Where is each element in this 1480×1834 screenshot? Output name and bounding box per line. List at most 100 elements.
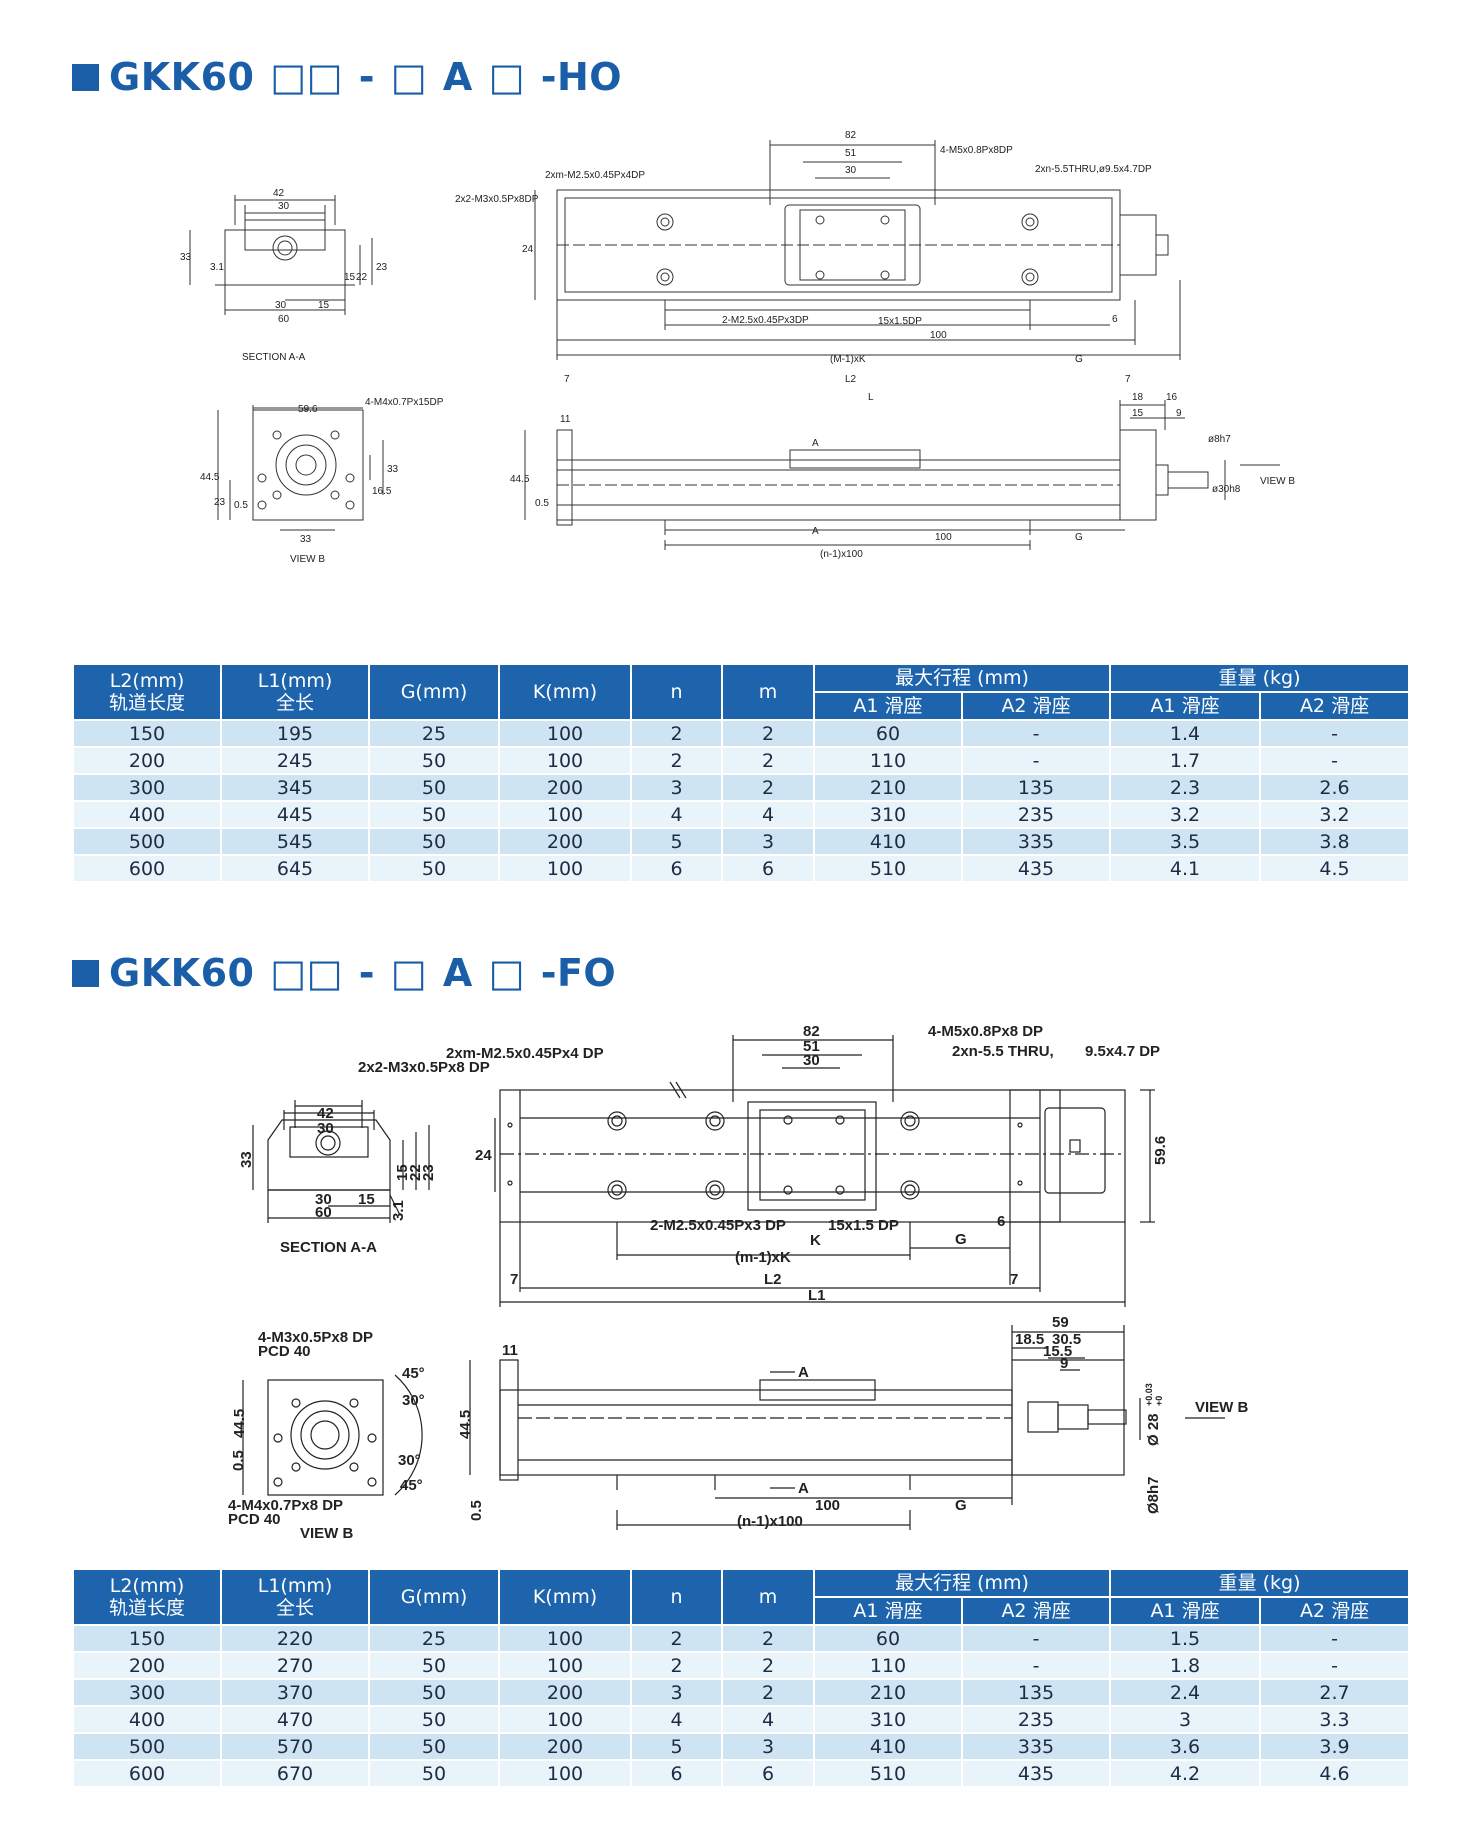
header-k: K(mm) bbox=[498, 663, 632, 721]
table-cell: 345 bbox=[220, 773, 370, 802]
dim-label: ø30h8 bbox=[1212, 484, 1241, 495]
table-cell: 5 bbox=[630, 1732, 723, 1761]
table-cell: 4 bbox=[721, 800, 815, 829]
dim-label: 18 bbox=[1132, 392, 1144, 403]
dim-label: L2 bbox=[845, 374, 857, 385]
dim-label: 42 bbox=[273, 188, 285, 199]
dim-label: 0.5 bbox=[535, 498, 549, 509]
dim-label: 33 bbox=[238, 1151, 255, 1168]
table-cell: 6 bbox=[630, 1759, 723, 1788]
table-cell: 235 bbox=[960, 800, 1112, 829]
table-cell: 50 bbox=[368, 746, 500, 775]
table-cell: 200 bbox=[498, 1732, 632, 1761]
header-m: m bbox=[721, 663, 815, 721]
table-cell: 200 bbox=[498, 773, 632, 802]
section-marker: A bbox=[798, 1364, 809, 1381]
title-model: GKK60 bbox=[109, 951, 255, 995]
table-cell: 50 bbox=[368, 1732, 500, 1761]
dim-label: 30 bbox=[845, 165, 857, 176]
table-cell: 210 bbox=[813, 1678, 963, 1707]
table-cell: 670 bbox=[220, 1759, 370, 1788]
callout-label: 4-M5x0.8Px8DP bbox=[940, 145, 1013, 156]
table-cell: 2.3 bbox=[1109, 773, 1262, 802]
section-title-ho: GKK60 □□ - □ A □ -HO bbox=[72, 52, 622, 102]
table-cell: 200 bbox=[498, 1678, 632, 1707]
header-k: K(mm) bbox=[498, 1568, 632, 1626]
table-cell: 60 bbox=[813, 1624, 963, 1653]
table-cell: 135 bbox=[960, 1678, 1112, 1707]
dim-label: 15 bbox=[1132, 408, 1144, 419]
title-model: GKK60 bbox=[109, 55, 255, 99]
table-cell: 200 bbox=[72, 1651, 222, 1680]
header-n: n bbox=[630, 1568, 723, 1626]
dim-label: 59.6 bbox=[1152, 1136, 1169, 1165]
header-stroke-a2: A2 滑座 bbox=[960, 1596, 1112, 1626]
table-cell: 435 bbox=[960, 1759, 1112, 1788]
table-cell: 6 bbox=[721, 854, 815, 883]
header-stroke-a2: A2 滑座 bbox=[960, 691, 1112, 721]
title-symbol: □ bbox=[390, 55, 428, 99]
table-cell: 3 bbox=[630, 773, 723, 802]
table-cell: 4.2 bbox=[1109, 1759, 1262, 1788]
header-g: G(mm) bbox=[368, 1568, 500, 1626]
callout-label: 2xm-M2.5x0.45Px4DP bbox=[545, 170, 645, 181]
header-l1: L1(mm)全长 bbox=[220, 1568, 370, 1626]
section-a-a-ho bbox=[189, 195, 373, 315]
table-cell: 470 bbox=[220, 1705, 370, 1734]
table-cell: 210 bbox=[813, 773, 963, 802]
table-cell: 100 bbox=[498, 854, 632, 883]
table-cell: - bbox=[960, 719, 1112, 748]
dim-label: 30 bbox=[315, 1191, 332, 1208]
dim-label: 11 bbox=[560, 414, 571, 425]
header-max-stroke: 最大行程 (mm) bbox=[812, 663, 1112, 693]
table-cell: 1.5 bbox=[1109, 1624, 1262, 1653]
table-cell: 600 bbox=[72, 1759, 222, 1788]
dim-label: 6 bbox=[1112, 314, 1118, 325]
dim-label: 100 bbox=[935, 532, 952, 543]
table-cell: 100 bbox=[498, 1705, 632, 1734]
table-cell: 6 bbox=[630, 854, 723, 883]
dim-label: 9 bbox=[1060, 1355, 1068, 1372]
table-cell: 1.7 bbox=[1109, 746, 1262, 775]
callout-label: 2xn-5.5THRU,ø9.5x4.7DP bbox=[1035, 164, 1152, 175]
title-letter: A bbox=[442, 951, 473, 995]
header-weight: 重量 (kg) bbox=[1109, 1568, 1411, 1598]
table-cell: 100 bbox=[498, 1759, 632, 1788]
table-cell: 2 bbox=[630, 719, 723, 748]
dim-label: (n-1)x100 bbox=[737, 1513, 803, 1530]
dim-label: 33 bbox=[300, 534, 312, 545]
table-cell: 3 bbox=[721, 1732, 815, 1761]
table-cell: 335 bbox=[960, 827, 1112, 856]
title-suffix: -HO bbox=[540, 55, 623, 99]
dim-label: 16.5 bbox=[372, 486, 392, 497]
table-cell: 3.6 bbox=[1109, 1732, 1262, 1761]
table-cell: 50 bbox=[368, 800, 500, 829]
table-cell: 50 bbox=[368, 1651, 500, 1680]
table-cell: 50 bbox=[368, 854, 500, 883]
tolerance-label: +0 bbox=[1154, 1396, 1164, 1406]
callout-label: 2xm-M2.5x0.45Px4 DP bbox=[446, 1045, 604, 1062]
callout-label: PCD 40 bbox=[228, 1511, 281, 1528]
dim-label: 22 bbox=[356, 272, 368, 283]
side-view-fo bbox=[469, 1325, 1225, 1530]
header-weight-a2: A2 滑座 bbox=[1259, 691, 1411, 721]
table-cell: 25 bbox=[368, 1624, 500, 1653]
table-cell: 110 bbox=[813, 746, 963, 775]
dim-label: 51 bbox=[845, 148, 857, 159]
tolerance-label: +0.03 bbox=[1144, 1383, 1154, 1406]
dim-label: 15 bbox=[318, 300, 330, 311]
table-cell: 60 bbox=[813, 719, 963, 748]
dim-label: 15 bbox=[394, 1164, 411, 1181]
dim-label: G bbox=[955, 1231, 967, 1248]
dim-label: 0.5 bbox=[468, 1500, 485, 1521]
dim-label: 16 bbox=[1166, 392, 1178, 403]
callout-label: 2xn-5.5 THRU, bbox=[952, 1043, 1054, 1060]
dim-label: 30 bbox=[803, 1052, 820, 1069]
table-cell: 3.2 bbox=[1109, 800, 1262, 829]
callout-label: 2-M2.5x0.45Px3 DP bbox=[650, 1217, 786, 1234]
dim-label: L1 bbox=[808, 1287, 826, 1304]
table-cell: 195 bbox=[220, 719, 370, 748]
dim-label: 23 bbox=[214, 497, 226, 508]
